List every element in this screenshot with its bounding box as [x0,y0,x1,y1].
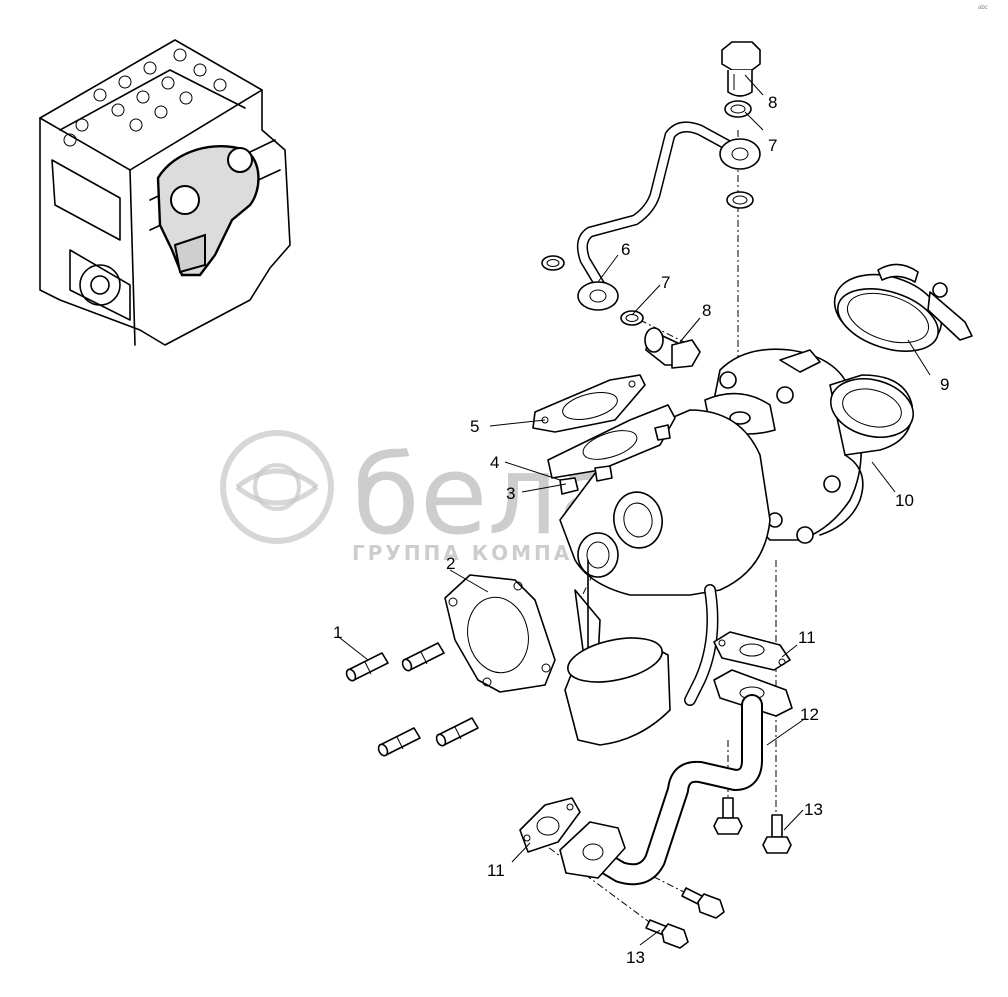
callout-10: 10 [895,491,914,510]
v-band-clamp [833,263,973,352]
sealing-washer-lower [726,191,754,209]
callout-11-upper: 11 [798,628,816,647]
callout-2: 2 [446,554,455,573]
corner-mark: abc [978,5,988,11]
oil-feed-pipe [576,121,761,311]
stud-2 [401,642,445,672]
flange-bolt-angled-2 [645,919,689,949]
banjo-bolt-lower [644,327,701,369]
turbocharger-assembly [547,348,915,746]
callout-6: 6 [621,240,630,259]
flange-bolt-vertical-1 [713,797,743,835]
callout-8-lower: 8 [702,301,711,320]
stud-3 [377,727,421,757]
oil-return-pipe [559,669,793,886]
drain-gasket-upper [713,631,791,671]
callout-11-lower: 11 [487,861,505,880]
callout-12: 12 [800,705,819,724]
drain-gasket-lower [519,797,581,853]
callout-7-top: 7 [768,136,777,155]
callout-13-bottom: 13 [626,948,645,967]
callout-8-top: 8 [768,93,777,112]
flange-gasket-top [532,374,646,433]
callout-9: 9 [940,375,949,394]
engine-valve-cover-bolts [63,48,227,147]
inset-turbocharger-highlight [156,145,260,277]
callout-1: 1 [333,623,342,642]
stud-1 [345,652,389,682]
callout-5: 5 [470,417,479,436]
leader-lines [339,74,931,946]
sealing-washer-left-lower [620,310,644,326]
sealing-washer-upper [724,100,752,118]
flange-bolt-vertical-2 [762,814,792,854]
flange-bolt-angled-1 [681,887,725,919]
engine-inset-illustration [39,39,291,346]
sealing-washer-left-upper [541,255,565,271]
callout-labels: 1 2 3 4 5 6 7 7 8 8 9 10 11 11 12 13 13 [333,93,949,967]
watermark-logo-icon [220,430,334,544]
stud-4 [435,717,479,747]
callout-4: 4 [490,453,499,472]
callout-13-right: 13 [804,800,823,819]
callout-7-lower: 7 [661,273,670,292]
banjo-bolt-top [721,41,761,97]
turbine-flange-gasket [444,574,556,693]
callout-3: 3 [506,484,515,503]
